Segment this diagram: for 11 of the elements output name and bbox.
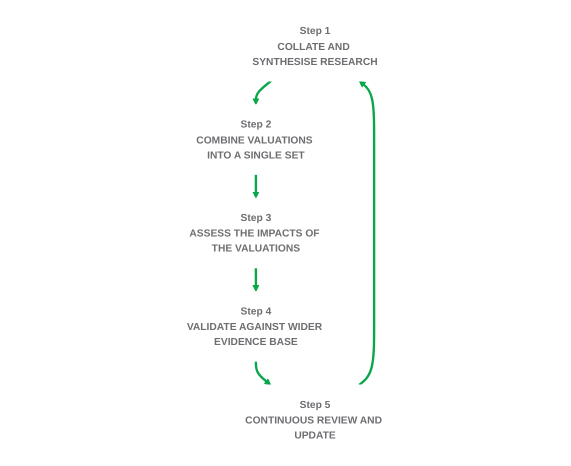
arrow (358, 80, 376, 386)
cycle-diagram: Step 1 COLLATE AND SYNTHESISE RESEARCH Step 2 COMBINE VALUATIONS INTO A SINGLE SET Step 3 ASSESS THE IMPACTS OF THE VALUATIONS Step 4 VALIDATE AGAINST WIDER EVIDENCE BASE Step 5 CONTINUOUS REVIEW AND UPDATE (155, 5, 416, 461)
node-text: Step 4 VALIDATE AGAINST WIDER EVIDENCE BASE (186, 304, 322, 348)
arrow (252, 174, 260, 198)
arrow (252, 80, 272, 106)
node-text: Step 2 COMBINE VALUATIONS INTO A SINGLE SET (196, 118, 313, 161)
node-text: Step 1 COLLATE AND SYNTHESISE RESEARCH (252, 24, 378, 68)
node-text: Step 5 CONTINUOUS REVIEW AND UPDATE (245, 398, 382, 441)
node-text: Step 3 ASSESS THE IMPACTS OF THE VALUATIONS (189, 212, 320, 254)
arrow (252, 268, 260, 292)
arrow (254, 361, 272, 386)
